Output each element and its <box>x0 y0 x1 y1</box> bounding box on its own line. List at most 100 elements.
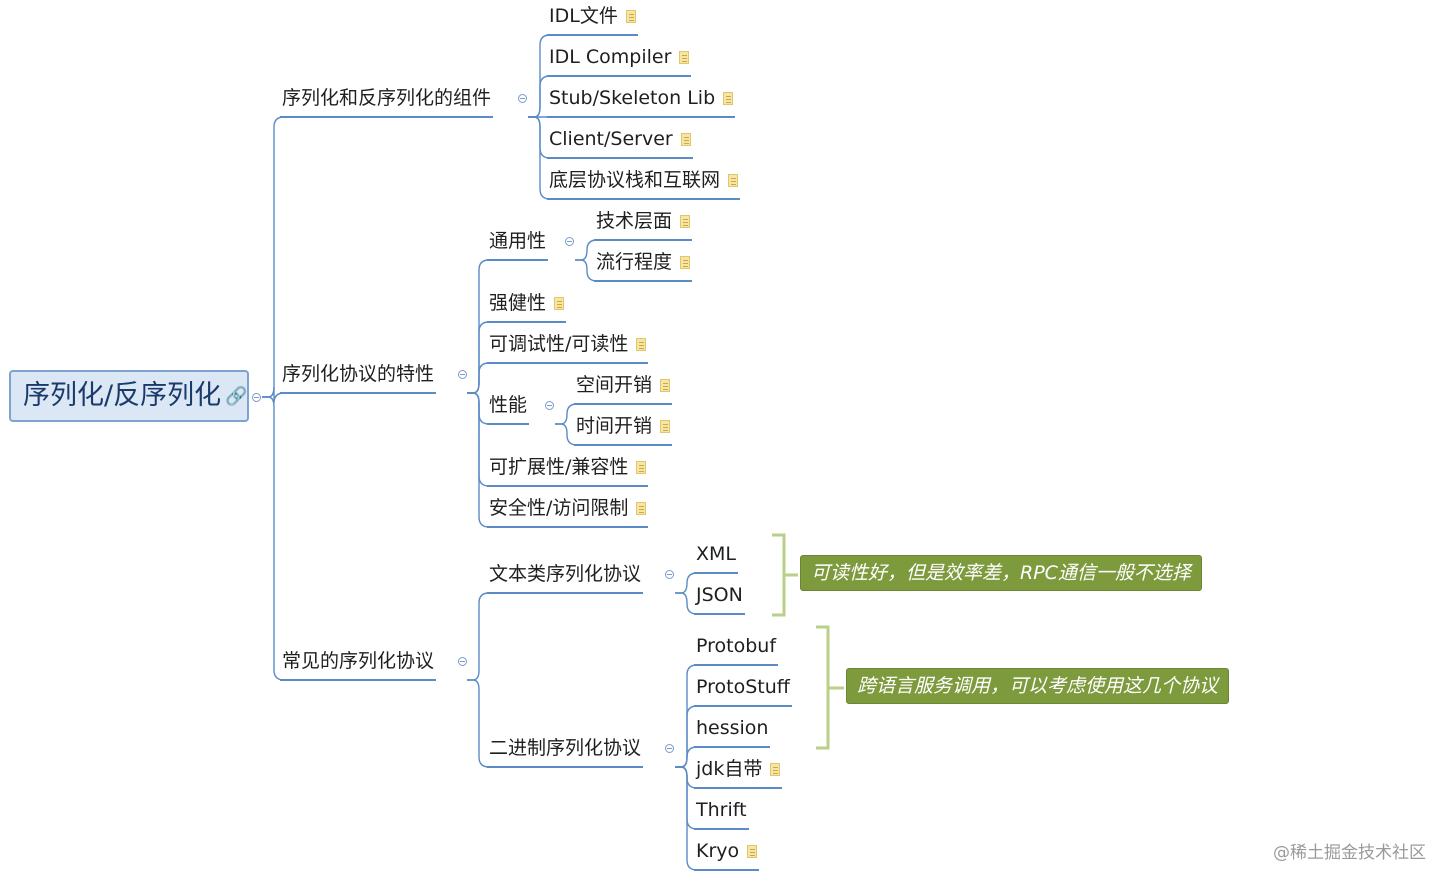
branch-components[interactable]: 序列化和反序列化的组件 <box>280 86 494 118</box>
note-icon[interactable] <box>636 502 647 515</box>
performance-time[interactable]: 时间开销 <box>574 414 673 446</box>
component-idl-file-label: IDL文件 <box>549 5 618 27</box>
component-client-server-label: Client/Server <box>549 128 673 150</box>
connector-root-components <box>262 116 285 398</box>
protocol-hession[interactable]: hession <box>694 716 771 748</box>
performance-time-label: 时间开销 <box>576 415 653 437</box>
protocol-kryo[interactable]: Kryo <box>694 839 760 871</box>
branch-components-label: 序列化和反序列化的组件 <box>282 87 492 109</box>
component-client-server[interactable]: Client/Server <box>547 127 693 159</box>
note-icon[interactable] <box>636 461 647 474</box>
branch-common-protocols[interactable]: 常见的序列化协议 <box>280 649 437 681</box>
connector-property-0 <box>467 259 490 394</box>
protocol-thrift-label: Thrift <box>696 799 747 821</box>
property-extensibility[interactable]: 可扩展性/兼容性 <box>487 455 649 487</box>
note-icon[interactable] <box>554 297 565 310</box>
generality-popularity[interactable]: 流行程度 <box>594 250 693 282</box>
callout-binary-protocols-label: 跨语言服务调用，可以考虑使用这几个协议 <box>857 675 1219 697</box>
branch-properties-collapse-toggle[interactable] <box>458 370 467 379</box>
protocol-protostuff-label: ProtoStuff <box>696 676 790 698</box>
note-icon[interactable] <box>680 133 691 146</box>
protocol-thrift[interactable]: Thrift <box>694 798 749 830</box>
branch-common-protocols-collapse-toggle[interactable] <box>458 657 467 666</box>
property-extensibility-label: 可扩展性/兼容性 <box>489 456 629 478</box>
note-icon[interactable] <box>680 256 691 269</box>
branch-components-collapse-toggle[interactable] <box>518 94 527 103</box>
protocol-binary-collapse-toggle[interactable] <box>665 744 674 753</box>
note-icon[interactable] <box>625 10 636 23</box>
component-idl-compiler[interactable]: IDL Compiler <box>547 45 692 77</box>
generality-technical[interactable]: 技术层面 <box>594 209 693 241</box>
connector-protocol-cat-1 <box>467 679 490 768</box>
branch-properties-label: 序列化协议的特性 <box>282 363 435 385</box>
watermark: @稀土掘金技术社区 <box>1273 843 1426 863</box>
callout-binary-protocols[interactable]: 跨语言服务调用，可以考虑使用这几个协议 <box>846 668 1230 704</box>
property-performance[interactable]: 性能 <box>487 393 530 425</box>
performance-space-label: 空间开销 <box>576 374 653 396</box>
property-debuggability[interactable]: 可调试性/可读性 <box>487 332 649 364</box>
root-collapse-toggle[interactable] <box>252 393 261 402</box>
generality-popularity-label: 流行程度 <box>596 251 673 273</box>
protocol-protostuff[interactable]: ProtoStuff <box>694 675 792 707</box>
component-idl-file[interactable]: IDL文件 <box>547 4 638 36</box>
protocol-kryo-label: Kryo <box>696 840 740 862</box>
protocol-json-label: JSON <box>696 584 743 606</box>
callout-text-protocols[interactable]: 可读性好，但是效率差，RPC通信一般不选择 <box>800 555 1202 591</box>
property-performance-collapse-toggle[interactable] <box>545 401 554 410</box>
branch-properties[interactable]: 序列化协议的特性 <box>280 362 437 394</box>
component-stub-skeleton-lib-label: Stub/Skeleton Lib <box>549 87 716 109</box>
note-icon[interactable] <box>660 420 671 433</box>
protocol-text-category[interactable]: 文本类序列化协议 <box>487 562 644 594</box>
connector-component-4 <box>528 116 551 200</box>
connector-generality-1 <box>575 259 598 282</box>
protocol-xml[interactable]: XML <box>694 542 738 574</box>
connector-property-2 <box>467 362 490 394</box>
link-icon[interactable]: 🔗 <box>225 386 248 407</box>
connector-binary-5 <box>675 766 698 871</box>
property-security-label: 安全性/访问限制 <box>489 497 629 519</box>
note-icon[interactable] <box>680 215 691 228</box>
root-topic-label: 序列化/反序列化 <box>23 380 222 411</box>
property-generality-label: 通用性 <box>489 230 547 252</box>
callout-text-protocols-label: 可读性好，但是效率差，RPC通信一般不选择 <box>811 562 1191 584</box>
connector-property-5 <box>467 392 490 528</box>
note-icon[interactable] <box>679 51 690 64</box>
protocol-jdk[interactable]: jdk自带 <box>694 757 783 789</box>
root-topic[interactable]: 序列化/反序列化🔗 <box>9 370 249 422</box>
component-idl-compiler-label: IDL Compiler <box>549 46 672 68</box>
note-icon[interactable] <box>747 845 758 858</box>
protocol-binary-category[interactable]: 二进制序列化协议 <box>487 736 644 768</box>
protocol-protobuf-label: Protobuf <box>696 635 777 657</box>
connector-text-0 <box>675 572 698 594</box>
note-icon[interactable] <box>723 92 734 105</box>
generality-technical-label: 技术层面 <box>596 210 673 232</box>
property-security[interactable]: 安全性/访问限制 <box>487 496 649 528</box>
property-robustness-label: 强健性 <box>489 292 547 314</box>
bracket-text-protocols <box>772 533 798 617</box>
performance-space[interactable]: 空间开销 <box>574 373 673 405</box>
component-protocol-stack[interactable]: 底层协议栈和互联网 <box>547 168 741 200</box>
component-protocol-stack-label: 底层协议栈和互联网 <box>549 169 721 191</box>
connector-root-protocols <box>262 396 285 681</box>
note-icon[interactable] <box>636 338 647 351</box>
bracket-binary-protocols <box>816 625 844 750</box>
connector-protocol-cat-0 <box>467 592 490 681</box>
note-icon[interactable] <box>770 763 781 776</box>
property-generality-collapse-toggle[interactable] <box>565 237 574 246</box>
branch-common-protocols-label: 常见的序列化协议 <box>282 650 435 672</box>
protocol-text-collapse-toggle[interactable] <box>665 570 674 579</box>
connector-performance-0 <box>555 403 578 425</box>
property-performance-label: 性能 <box>489 394 528 416</box>
protocol-protobuf[interactable]: Protobuf <box>694 634 779 666</box>
note-icon[interactable] <box>728 174 739 187</box>
protocol-xml-label: XML <box>696 543 736 565</box>
connector-property-1 <box>467 321 490 394</box>
property-debuggability-label: 可调试性/可读性 <box>489 333 629 355</box>
component-stub-skeleton-lib[interactable]: Stub/Skeleton Lib <box>547 86 736 118</box>
property-generality[interactable]: 通用性 <box>487 229 549 261</box>
connector-text-1 <box>675 592 698 615</box>
property-robustness[interactable]: 强健性 <box>487 291 567 323</box>
note-icon[interactable] <box>660 379 671 392</box>
protocol-json[interactable]: JSON <box>694 583 745 615</box>
